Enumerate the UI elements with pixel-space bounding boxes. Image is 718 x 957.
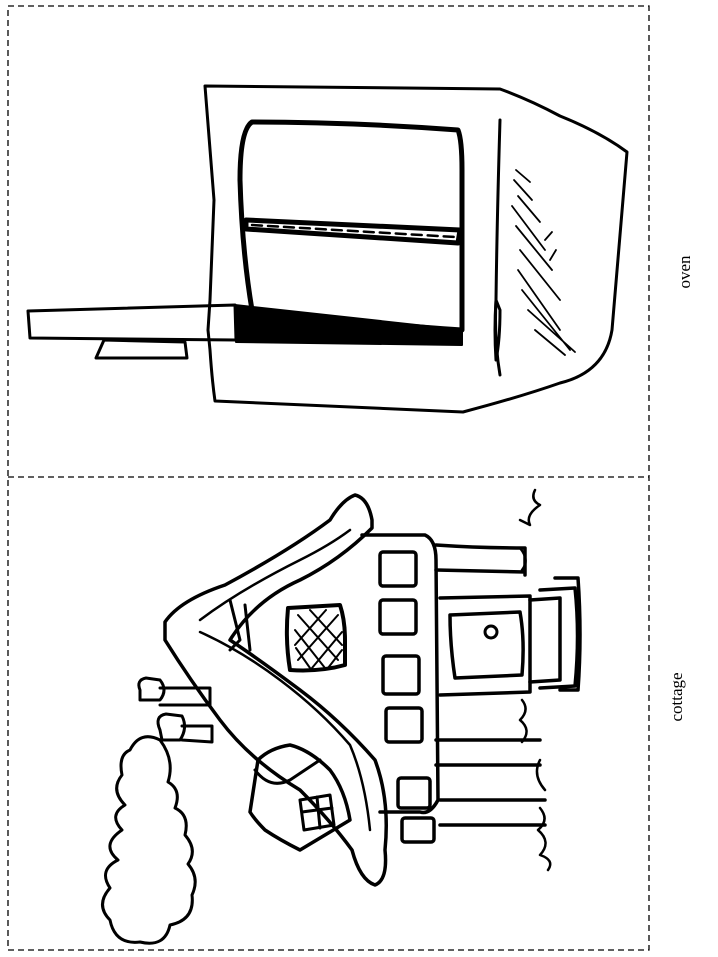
cottage-grass [518, 488, 552, 872]
oven-door-shadow [234, 304, 463, 346]
cottage-door [448, 610, 525, 680]
cottage-upper-windows [378, 550, 436, 844]
sheet-border [7, 5, 650, 951]
cottage-smoke [101, 735, 197, 945]
oven-side-shading [511, 169, 576, 356]
oven-label: oven [675, 255, 694, 289]
cottage-chimney-2 [156, 712, 214, 744]
cottage-dormer [248, 743, 352, 852]
cottage-label: cottage [667, 672, 686, 722]
cottage-chimney-1 [137, 676, 212, 707]
oven-door-handle [94, 338, 189, 360]
cottage-dormer-roof [253, 758, 322, 785]
cottage-roof [163, 493, 388, 887]
cottage-steps [528, 576, 582, 692]
cottage-illustration [101, 488, 582, 945]
cottage-door-knob [483, 624, 499, 640]
cottage-door-frame [438, 594, 532, 697]
cottage-attic-window-grid [294, 609, 343, 669]
cottage-dormer-window [298, 793, 336, 832]
oven-latch [493, 298, 502, 362]
oven-illustration [26, 84, 629, 414]
cottage-gable [228, 598, 252, 652]
cottage-attic-window [284, 603, 347, 673]
oven-body [203, 84, 629, 414]
oven-rack [243, 217, 463, 246]
cottage-roof-inner [198, 528, 372, 832]
cottage-upper-wall [360, 533, 440, 815]
oven-rack-dashes [250, 223, 457, 239]
cottage-lower-wall [434, 543, 547, 827]
oven-door [26, 303, 238, 342]
cut-lines [7, 5, 650, 951]
